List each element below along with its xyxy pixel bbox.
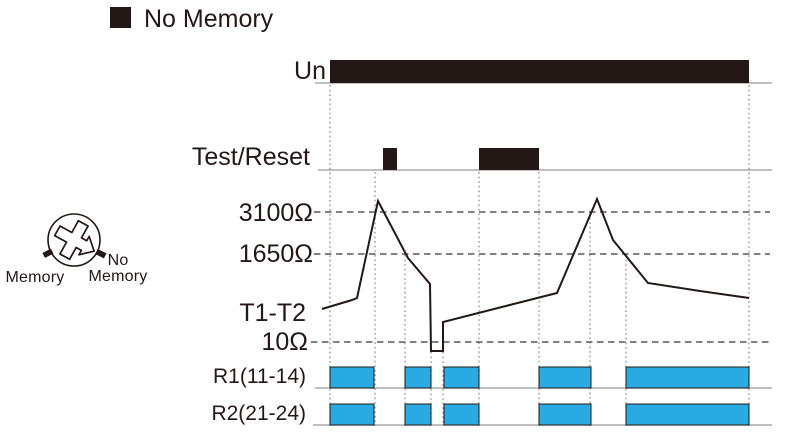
test-reset-pulse: [479, 148, 539, 170]
rotary-switch-icon: [42, 213, 107, 267]
threshold-dashed-lines: [311, 211, 770, 343]
relay1-bar: [443, 366, 480, 389]
relay1-bar: [538, 366, 592, 389]
relay2-bar: [404, 403, 432, 426]
relay1-bar: [625, 366, 750, 389]
threshold-3100-label: 3100Ω: [238, 199, 313, 227]
resistance-curve: [321, 196, 750, 352]
memory-tick: [42, 248, 54, 258]
no-memory-tick: [95, 249, 107, 259]
rotary-cross-arrow: [53, 219, 95, 261]
memory-position-label: Memory: [5, 269, 65, 286]
test-reset-label: Test/Reset: [191, 143, 310, 171]
relay1-label: R1(11-14): [213, 365, 306, 388]
test-reset-pulse: [383, 148, 397, 170]
threshold-1650-label: 1650Ω: [238, 240, 313, 268]
no-memory-label-line1: No: [107, 252, 129, 269]
page-title: No Memory: [144, 5, 274, 33]
relay2-bar: [329, 403, 375, 426]
relay2-bar: [625, 403, 750, 426]
relay1-bar: [404, 366, 432, 389]
signal-bars: [329, 60, 750, 426]
un-label: Un: [294, 57, 326, 85]
relay2-bar: [538, 403, 592, 426]
t1-t2-label: T1-T2: [239, 299, 306, 327]
no-memory-position-label: No Memory: [84, 253, 152, 285]
title-marker-square: [110, 7, 131, 28]
relay1-bar: [329, 366, 375, 389]
relay2-bar: [443, 403, 480, 426]
threshold-10-label: 10Ω: [261, 328, 309, 356]
no-memory-label-line2: Memory: [88, 268, 148, 285]
un-supply-bar: [330, 60, 749, 83]
resistance-curve-layer: [321, 196, 750, 352]
relay2-label: R2(21-24): [211, 402, 306, 425]
